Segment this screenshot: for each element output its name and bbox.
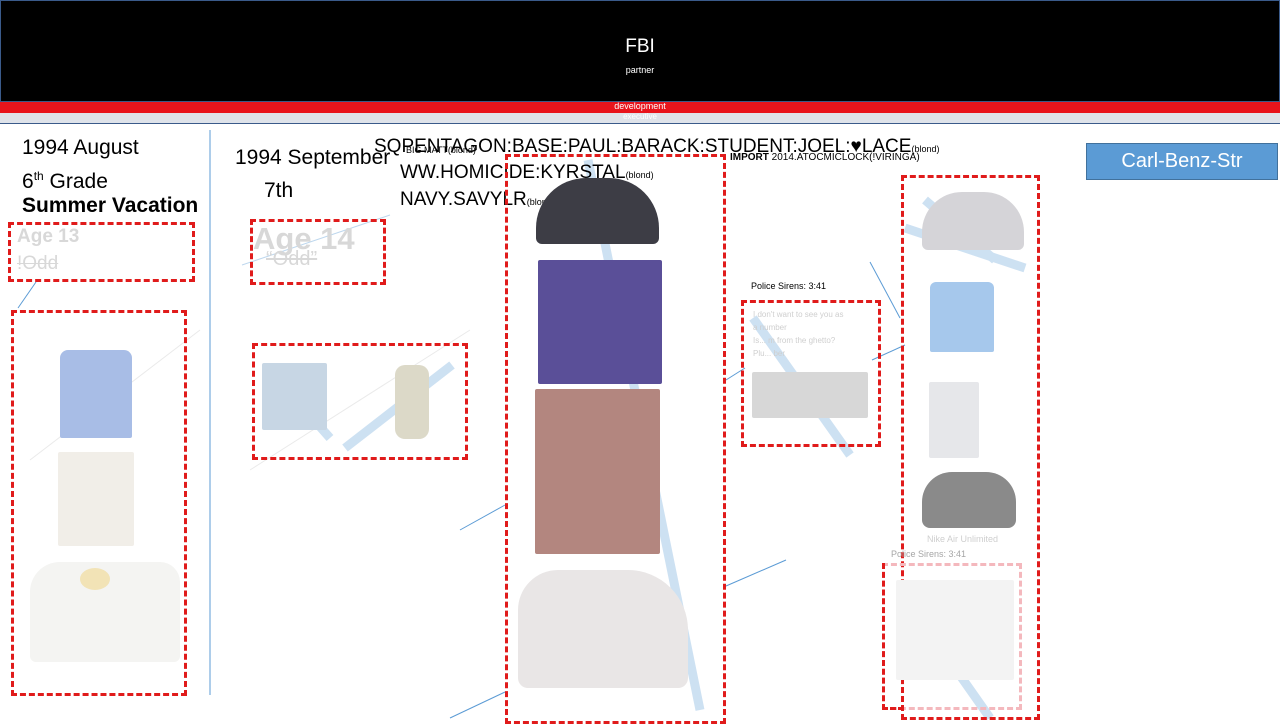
rockies-shirt-image: [538, 260, 662, 384]
gray-bar: [0, 113, 1280, 124]
basketball-sneaker-image: [518, 570, 688, 688]
col1-grade: 6th Grade: [22, 162, 108, 196]
col2-date: 1994 September: [235, 146, 391, 169]
lyrics-line-1: I don't want to see you as: [753, 310, 844, 319]
import-label: IMPORT 2014.ATOCMICLOCK(!VIRINGA): [730, 152, 920, 163]
lyrics-line-4: Plu... ber: [753, 349, 786, 358]
gray-bar-label: executive: [623, 112, 657, 121]
sneaker-pump-detail: [80, 568, 110, 590]
heart-icon: ♥: [850, 136, 862, 157]
video-thumbnail: [752, 372, 868, 418]
blue-tshirt-image: [60, 350, 132, 438]
nike-caption: Nike Air Unlimited: [927, 534, 999, 544]
col1-grade-suffix: th: [33, 169, 44, 183]
sirens-box-faint-edge: [882, 563, 904, 710]
bigmatt-label: BIG MATT(blond): [406, 145, 476, 155]
header-banner: [0, 0, 1280, 102]
code-line-3: NAVY.SAVYLR(blond): [400, 189, 555, 211]
code-line-1: SQPENTAGON:BASE:PAUL:BARACK:STUDENT:JOEL…: [374, 136, 939, 158]
code-prefix: SQ: [374, 136, 402, 157]
khaki-pants-image: [58, 452, 134, 546]
code-line-1-sub: (blond): [911, 144, 940, 154]
col1-date: 1994 August: [22, 136, 139, 159]
col2-age-box: [250, 219, 386, 285]
sirens-caption-1: Police Sirens: 3:41: [751, 281, 827, 291]
code-line-2-text: WW.HOMICIDE:KYRSTAL: [400, 162, 626, 183]
lyrics-line-3: Is... m from the ghetto?: [753, 336, 836, 345]
import-keyword: IMPORT: [730, 152, 769, 163]
black-cap-image: [536, 178, 659, 244]
bulls-cap-image: [922, 192, 1024, 250]
action-figure-image: [395, 365, 429, 439]
col2-media-box: [252, 343, 468, 460]
light-blue-tshirt-image: [930, 282, 994, 352]
jeans-image: [929, 382, 979, 458]
sirens-box: [741, 300, 881, 447]
red-bar: [0, 102, 1280, 113]
col2-day: 7th: [264, 179, 294, 202]
col1-grade-number: 6: [22, 170, 34, 193]
code-line-1-end: LACE: [861, 136, 912, 157]
col2-age: Age 14: [253, 221, 355, 256]
col1-tag: !Odd: [17, 253, 59, 274]
game-cover-image: [262, 363, 327, 430]
carl-benz-str-button[interactable]: Carl-Benz-Str: [1086, 143, 1278, 180]
col4-outfit-box: [901, 175, 1040, 720]
red-bar-label: development: [614, 101, 666, 111]
header-subtitle: partner: [625, 65, 655, 75]
import-value: 2014.ATOCMICLOCK(!VIRINGA): [771, 152, 920, 163]
nike-air-sneaker-image: [922, 472, 1016, 528]
code-line-2-sub: (blond): [625, 170, 654, 180]
code-line-2: WW.HOMICIDE:KYRSTAL(blond): [400, 162, 654, 184]
sirens-caption-2: Police Sirens: 3:41: [891, 549, 967, 559]
col1-event: Summer Vacation: [22, 194, 199, 217]
col2-tag: “Odd”: [266, 248, 318, 270]
col1-grade-word: Grade: [43, 170, 108, 193]
code-line-1-text: PENTAGON:BASE:PAUL:BARACK:STUDENT:JOEL:: [401, 136, 851, 157]
faded-video-thumbnail: [896, 580, 1014, 680]
lyrics-text: I don't want to see you as a number Is..…: [753, 308, 843, 360]
col1-age-box: [8, 222, 195, 282]
header-title: FBI: [625, 36, 655, 57]
col1-outfit-box: [11, 310, 187, 696]
col1-age: Age 13: [17, 226, 80, 247]
code-line-3-sub: (blond): [526, 197, 555, 207]
code-line-3-text: NAVY.SAVYLR: [400, 189, 527, 210]
lyrics-line-2: a number: [753, 323, 787, 332]
patterned-pants-image: [535, 389, 660, 554]
